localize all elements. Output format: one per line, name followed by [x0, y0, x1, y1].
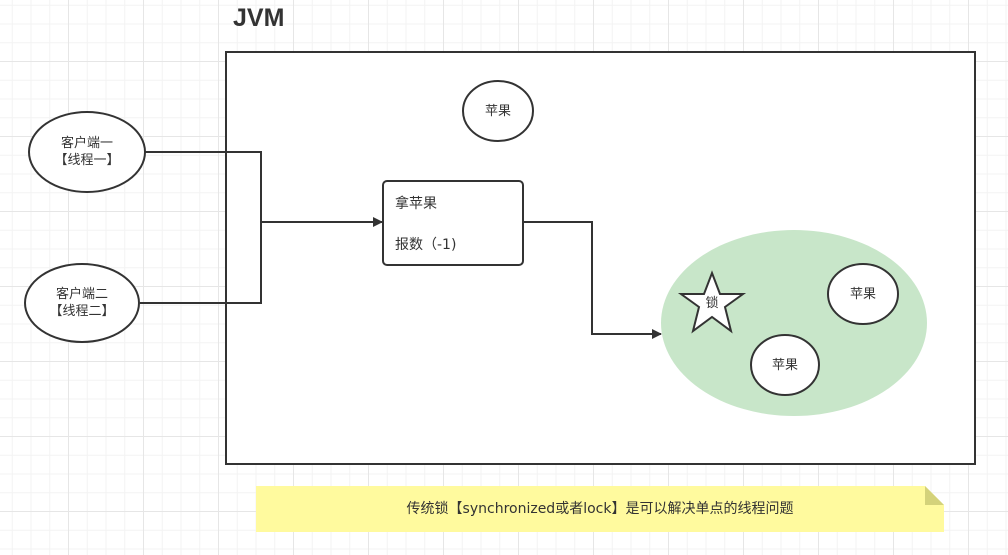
apple-locked-label-2: 苹果	[771, 358, 798, 373]
client-2-label: 客户端二 【线程二】	[25, 286, 139, 320]
client-2-node[interactable]	[24, 263, 140, 343]
client-1-label: 客户端一 【线程一】	[29, 135, 145, 169]
process-line1: 拿苹果	[395, 196, 437, 212]
apple-locked-label-1: 苹果	[849, 287, 876, 302]
client-2-line2: 【线程二】	[49, 304, 115, 319]
connector-to-lock[interactable]	[523, 221, 662, 339]
lock-label: 锁	[705, 296, 719, 311]
client-2-line1: 客户端二	[55, 287, 108, 302]
jvm-title: JVM	[233, 4, 285, 32]
lock-star-icon[interactable]	[677, 270, 747, 334]
process-box[interactable]	[382, 180, 524, 266]
note-fold	[925, 486, 944, 505]
client-1-node[interactable]	[28, 111, 146, 193]
apple-outside-node[interactable]	[462, 80, 534, 142]
process-line2: 报数（-1)	[395, 237, 457, 253]
apple-outside-label: 苹果	[484, 104, 511, 119]
client-1-line1: 客户端一	[60, 136, 113, 151]
apple-locked-node-2[interactable]	[750, 334, 820, 396]
apple-locked-node-1[interactable]	[827, 263, 899, 325]
connector-client1[interactable]	[145, 151, 262, 222]
connector-client2[interactable]	[140, 222, 262, 304]
note-text: 传统锁【synchronized或者lock】是可以解决单点的线程问题	[406, 501, 794, 517]
note-shape[interactable]	[256, 486, 944, 532]
client-1-line2: 【线程一】	[54, 153, 120, 168]
